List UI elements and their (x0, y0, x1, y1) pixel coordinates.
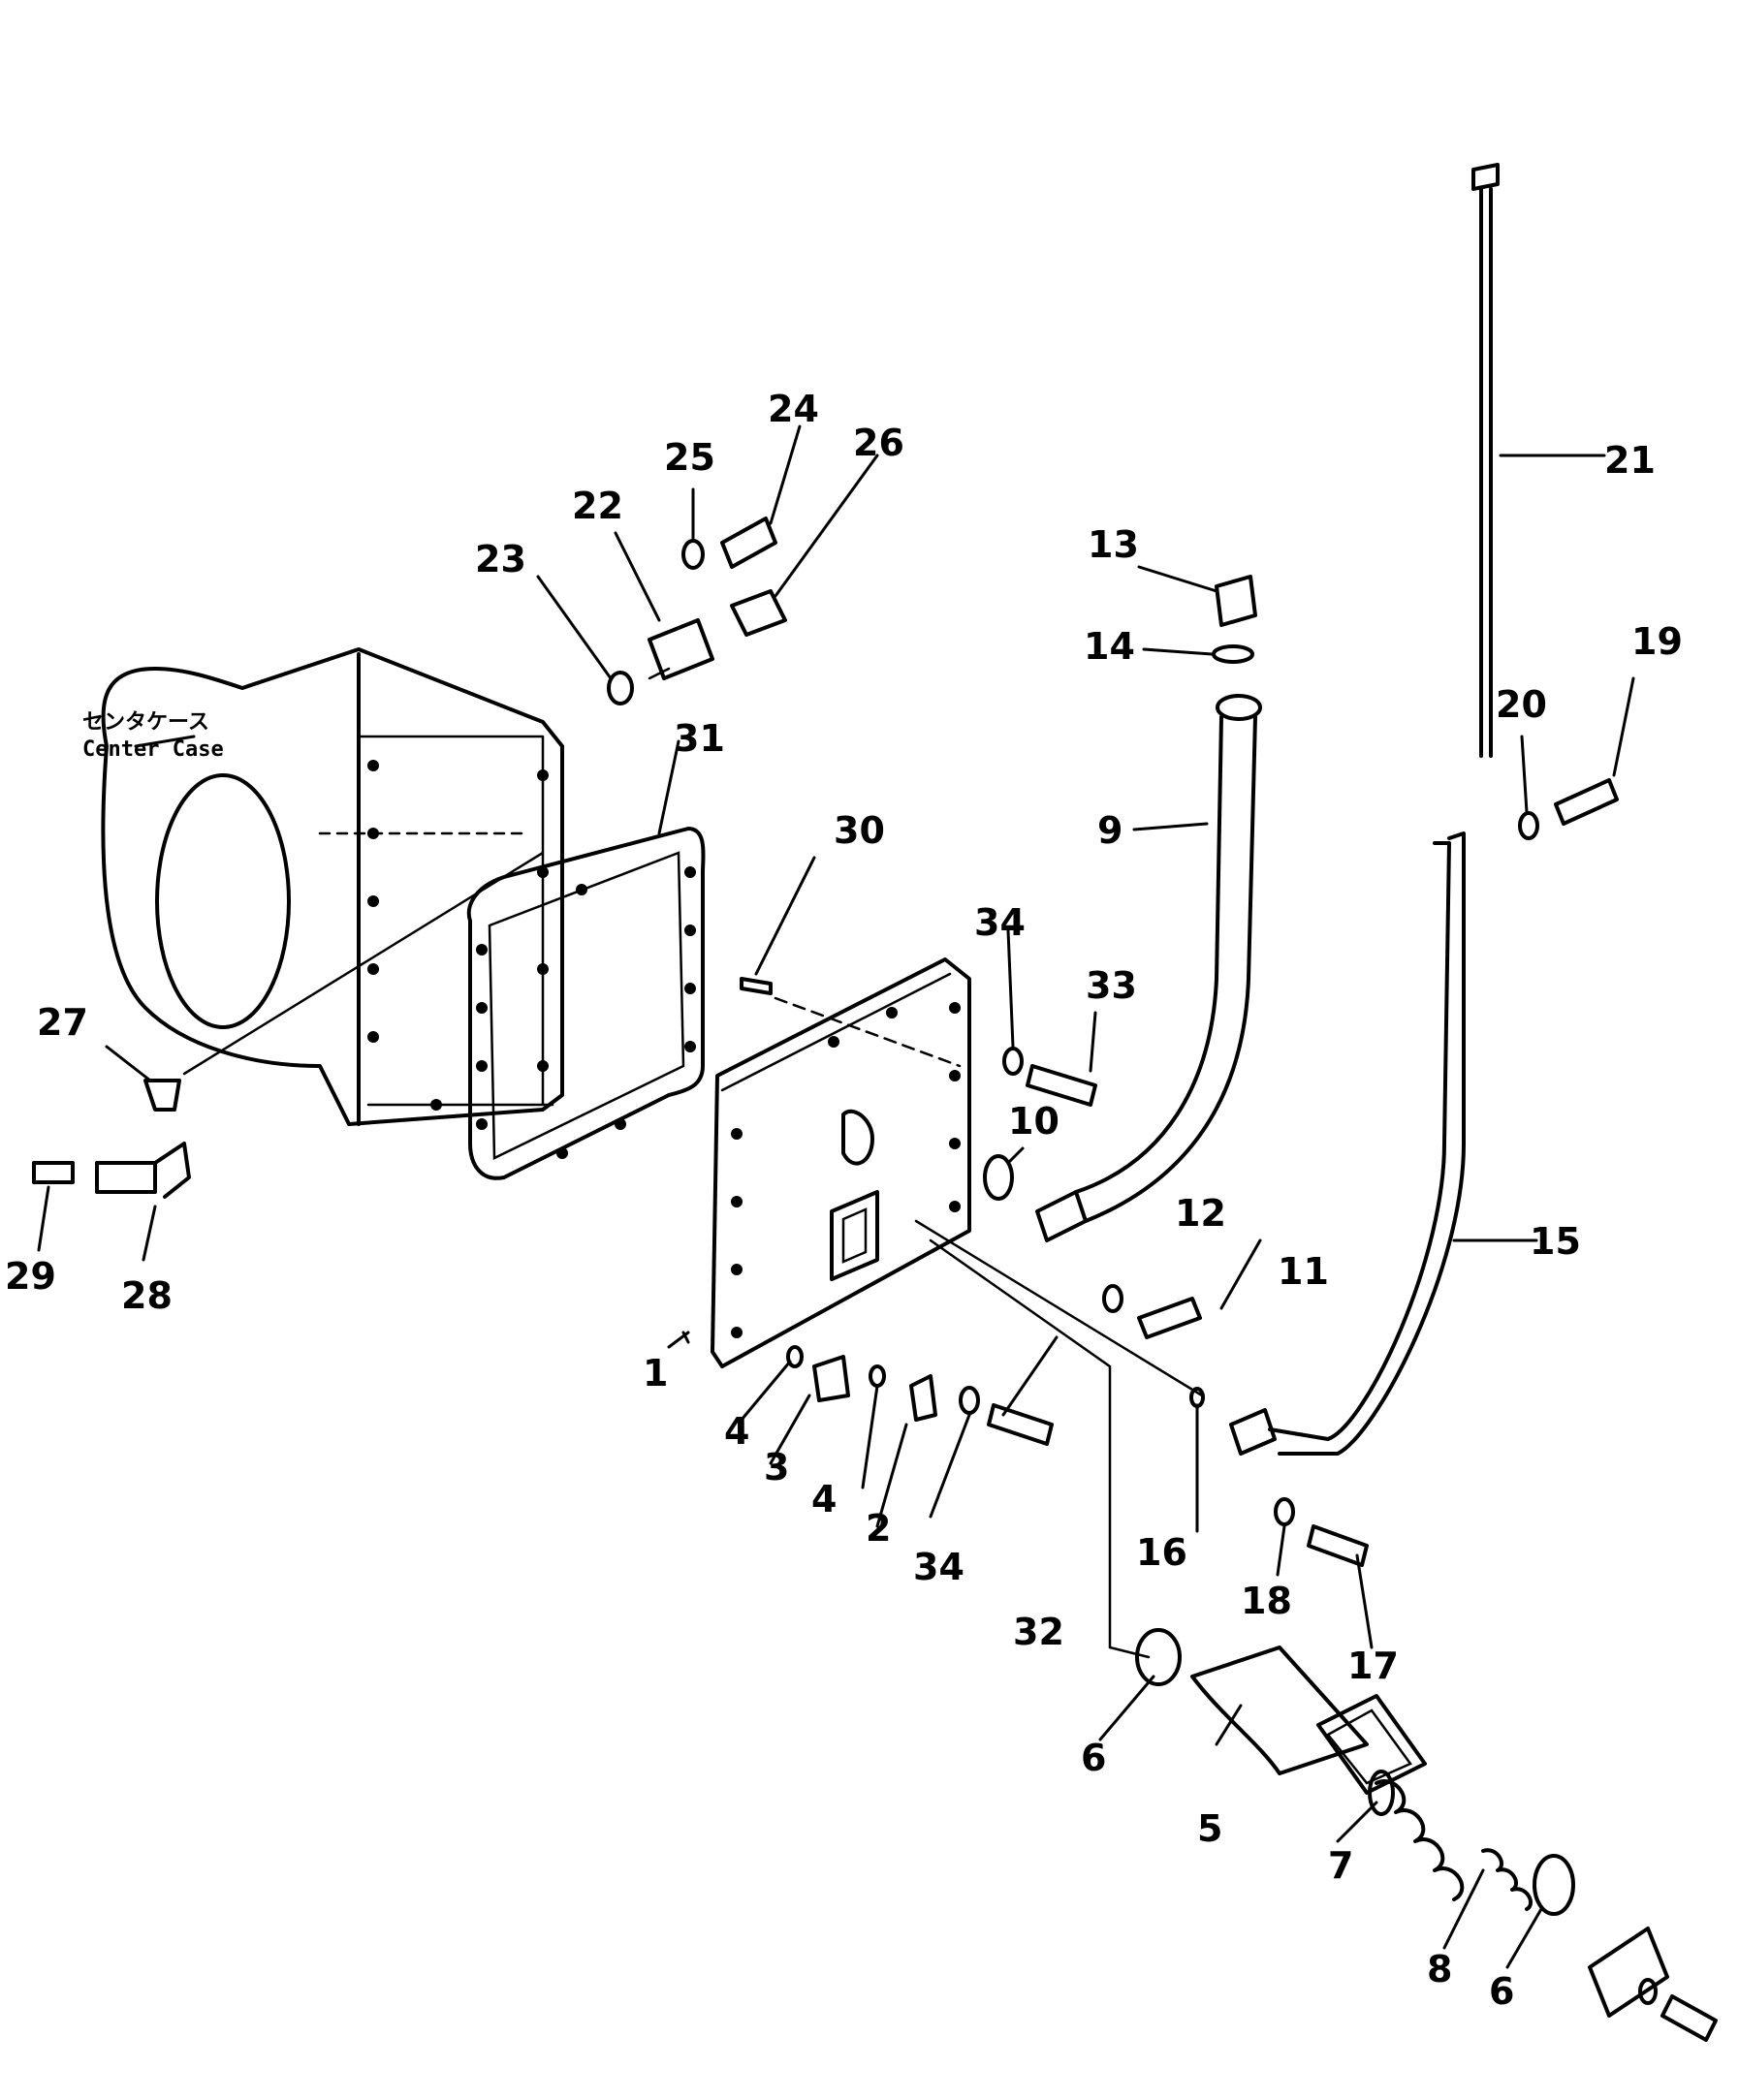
gasket-part-31 (466, 827, 706, 1180)
callout-11: 11 (1278, 1250, 1329, 1293)
spring-part-8 (1481, 1848, 1533, 1911)
o-ring-part-10 (983, 1154, 1014, 1201)
pin-part-30 (740, 977, 773, 995)
o-ring-part-6-upper (1135, 1628, 1182, 1686)
callout-1: 1 (643, 1352, 668, 1395)
bolt-part-24 (720, 517, 777, 569)
callout-32: 32 (1013, 1611, 1064, 1653)
center-case-label-jp: センタケース (82, 710, 209, 735)
callout-25: 25 (664, 436, 715, 479)
fitting-part-29 (32, 1161, 75, 1184)
pipe-part-15 (1229, 831, 1466, 1456)
callout-22: 22 (572, 485, 623, 527)
o-ring-part-6-lower (1533, 1854, 1575, 1916)
plug-part-26 (730, 589, 787, 637)
callout-4-left: 4 (724, 1410, 749, 1453)
plug-part-13 (1215, 575, 1257, 627)
callout-20: 20 (1496, 683, 1547, 726)
bolt-part-17 (1307, 1524, 1369, 1567)
callout-6-lower: 6 (1489, 1970, 1514, 2013)
washer-part-12 (1102, 1284, 1123, 1313)
callout-6-upper: 6 (1081, 1737, 1106, 1779)
callout-labels: 1 2 3 4 4 5 6 6 7 8 9 10 11 12 13 14 15 … (5, 388, 1683, 2013)
callout-34-lower: 34 (913, 1546, 964, 1588)
callout-23: 23 (475, 538, 526, 580)
callout-17: 17 (1347, 1645, 1399, 1687)
spring-part-7 (1368, 1770, 1465, 1901)
center-case-label-en: Center Case (82, 737, 224, 762)
bolt-part-11 (1137, 1297, 1202, 1339)
callout-21: 21 (1604, 439, 1656, 482)
callout-8: 8 (1427, 1948, 1452, 1990)
connecting-line-30 (774, 996, 962, 1068)
cover-plate-part-1 (711, 957, 971, 1368)
callout-30: 30 (834, 809, 885, 852)
washer-part-4-left (786, 1345, 804, 1368)
dipstick-part-21 (1471, 163, 1500, 758)
bolt-part-33 (1026, 1064, 1097, 1107)
callout-19: 19 (1631, 620, 1683, 663)
callout-31: 31 (674, 717, 725, 760)
washer-part-25 (681, 539, 705, 570)
plug-part-2 (909, 1374, 937, 1422)
callout-33: 33 (1086, 964, 1137, 1007)
connecting-line-valve (929, 1238, 1151, 1659)
callout-16: 16 (1136, 1531, 1187, 1574)
callout-14: 14 (1084, 625, 1135, 668)
elbow-part-28 (95, 1142, 191, 1199)
center-case-label: センタケース Center Case (82, 710, 224, 762)
bolt-part-32 (987, 1403, 1054, 1446)
seal-part-14 (1212, 644, 1254, 664)
callout-15: 15 (1530, 1220, 1581, 1263)
washer-part-34-upper (1002, 1047, 1024, 1076)
callout-5: 5 (1197, 1807, 1222, 1850)
valve-part-5 (1190, 1646, 1427, 1795)
bolt-part-19 (1554, 778, 1619, 826)
callout-13: 13 (1088, 523, 1139, 566)
callout-9: 9 (1097, 809, 1122, 852)
callout-27: 27 (37, 1001, 88, 1044)
plug-part-27 (143, 1079, 181, 1112)
connecting-line-27 (182, 851, 545, 1076)
callout-4-right: 4 (811, 1478, 837, 1520)
connecting-line-16 (914, 1219, 1204, 1397)
center-case (101, 647, 564, 1126)
callout-28: 28 (121, 1274, 173, 1317)
callout-3: 3 (764, 1446, 789, 1489)
callout-10: 10 (1008, 1100, 1059, 1143)
callout-2: 2 (866, 1507, 891, 1550)
washer-part-20 (1518, 811, 1539, 840)
o-ring-part-23 (607, 671, 634, 705)
pipe-part-9 (1035, 694, 1262, 1242)
callout-24: 24 (768, 388, 819, 430)
callout-26: 26 (853, 422, 904, 464)
end-cover-plate (1588, 1927, 1718, 2042)
washer-part-18 (1274, 1497, 1295, 1526)
callout-18: 18 (1241, 1580, 1292, 1622)
washer-part-4-right (869, 1364, 886, 1388)
leader-lines (37, 424, 1635, 1969)
washer-part-34-lower (959, 1386, 980, 1415)
callout-12: 12 (1175, 1192, 1226, 1235)
callout-7: 7 (1328, 1844, 1353, 1887)
plug-part-3 (812, 1355, 850, 1402)
callout-29: 29 (5, 1255, 56, 1298)
breather-part-22 (648, 618, 714, 680)
callout-34-upper: 34 (974, 901, 1026, 944)
